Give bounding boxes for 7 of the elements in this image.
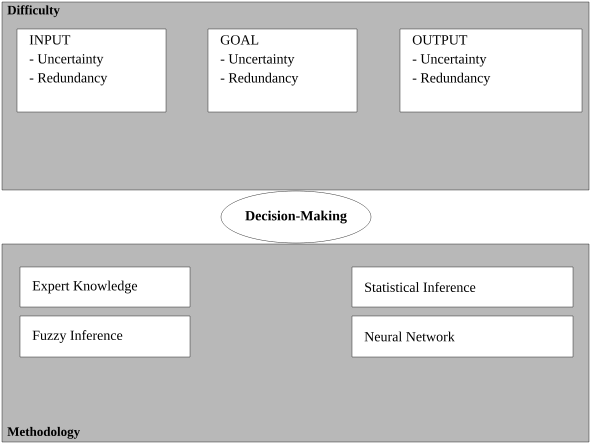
method-box: Neural Network xyxy=(352,316,574,358)
text-box: OUTPUT - Uncertainty - Redundancy xyxy=(400,28,582,112)
method-box: Expert Knowledge xyxy=(20,266,190,308)
text-box: INPUT - Uncertainty - Redundancy xyxy=(16,28,166,112)
text-box: GOAL - Uncertainty - Redundancy xyxy=(208,28,358,112)
method-box: Fuzzy Inference xyxy=(20,316,190,358)
method-box: Statistical Inference xyxy=(352,266,574,308)
